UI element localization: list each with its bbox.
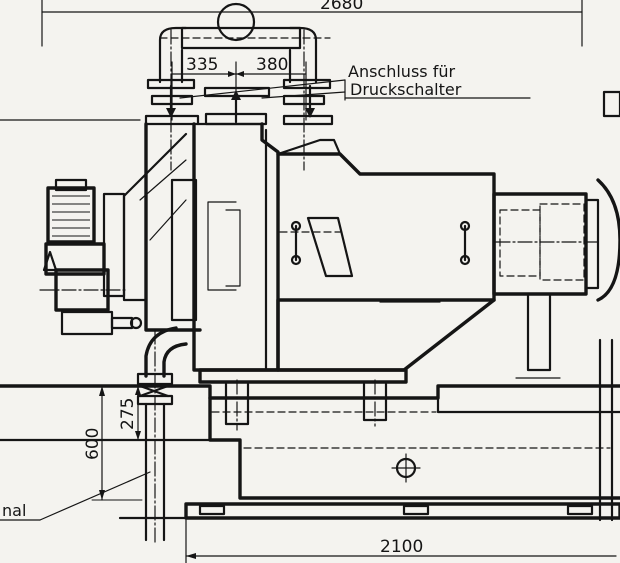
dim-height-275: 275 — [118, 398, 138, 430]
foundation — [0, 338, 620, 522]
label-connection-line1: Anschluss für — [348, 62, 455, 81]
dim-overall-length: 2680 — [320, 0, 363, 14]
coupling-assembly — [492, 90, 620, 379]
dim-flange-left: 335 — [186, 55, 218, 75]
label-partial-left: nal — [2, 501, 26, 520]
label-connection-line2: Druckschalter — [350, 80, 462, 99]
main-housing — [102, 122, 496, 384]
drain-pipe — [136, 326, 188, 546]
drawing-text: 2680 335 380 Anschluss für Druckschalter… — [2, 0, 462, 557]
motor-assembly — [39, 178, 143, 336]
top-pipe-assembly — [144, 2, 334, 171]
dim-flange-right: 380 — [256, 55, 288, 75]
dim-height-600: 600 — [83, 428, 103, 460]
dim-base-length: 2100 — [380, 537, 423, 557]
